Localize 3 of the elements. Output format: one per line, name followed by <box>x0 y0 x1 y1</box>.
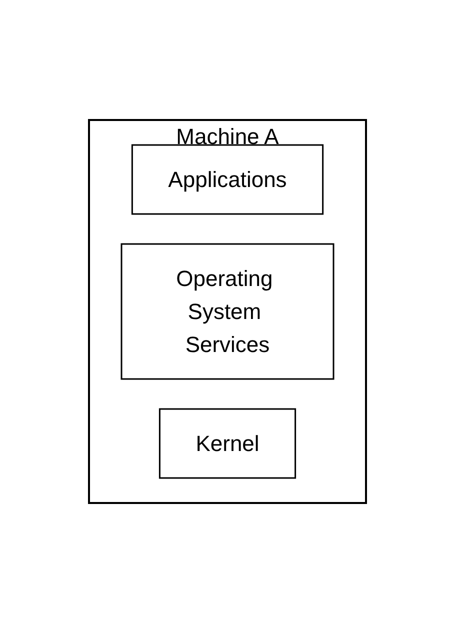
node-box: Operating System Services <box>120 243 334 380</box>
node-box: Kernel <box>158 408 296 479</box>
node-box: Applications <box>131 144 324 215</box>
